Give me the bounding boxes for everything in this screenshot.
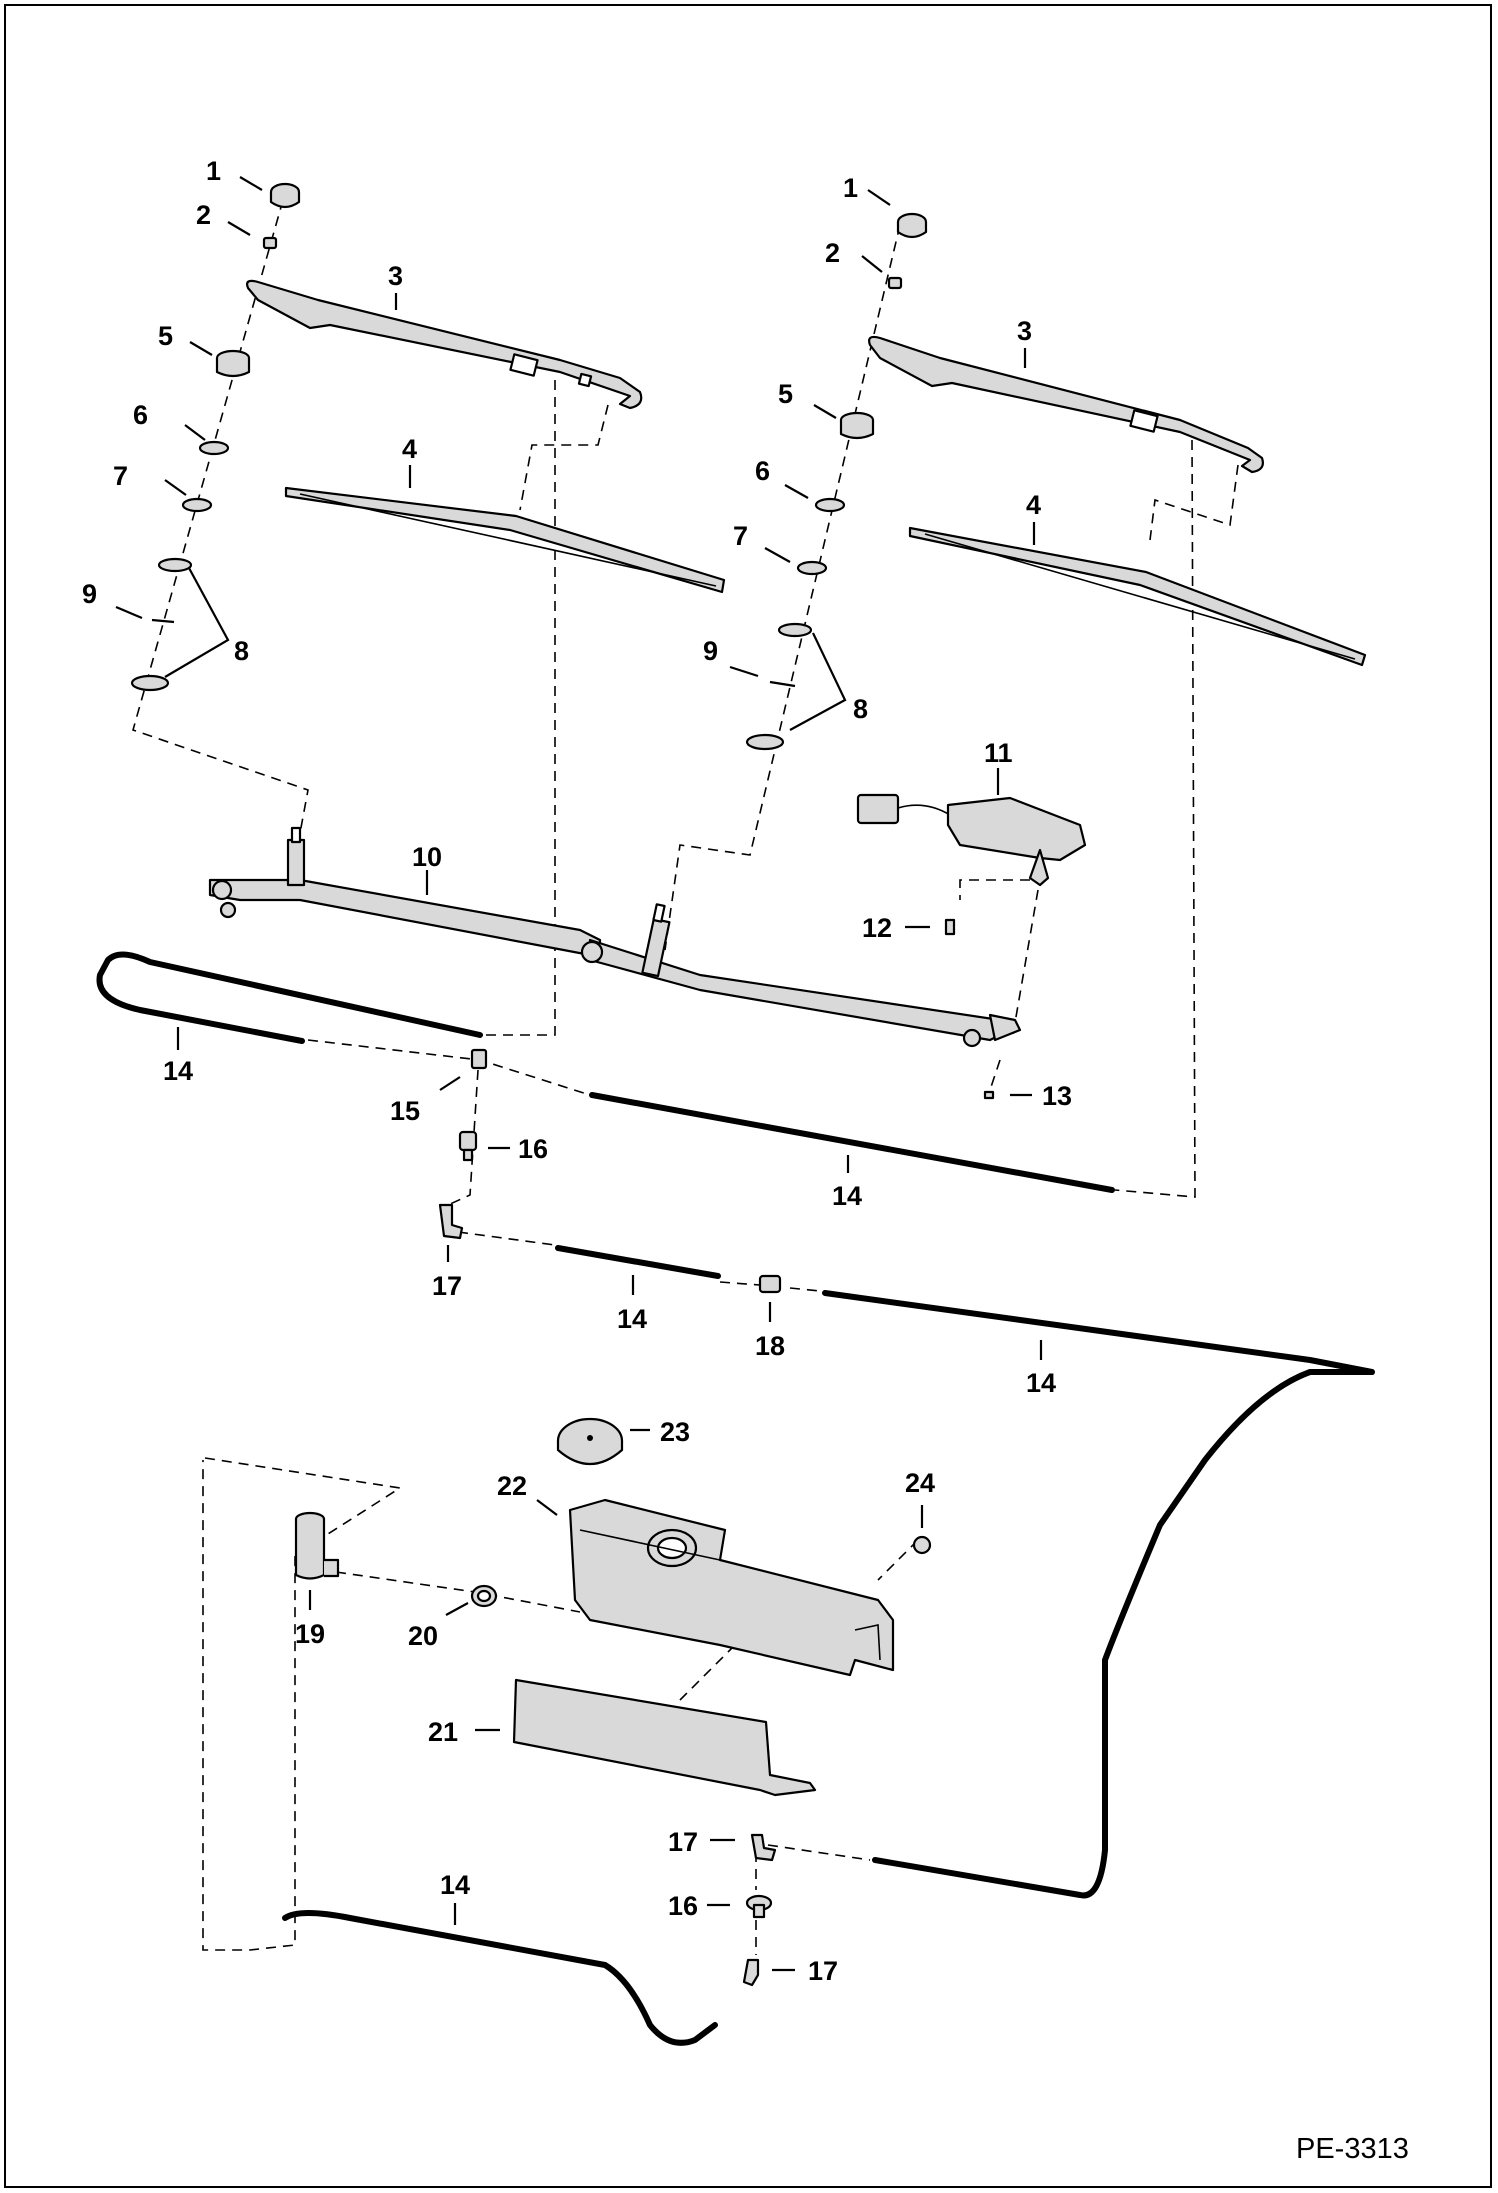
callout-5: 5	[778, 379, 793, 409]
elbow-fitting-icon	[438, 1203, 464, 1240]
lock-nut-icon	[181, 497, 213, 513]
washer-pump-icon	[294, 1511, 340, 1580]
callout-8: 8	[853, 694, 868, 724]
hose-long-right	[822, 1290, 1375, 1899]
leader-lines	[115, 176, 1043, 1972]
wiper-arm-icon	[246, 279, 643, 410]
callout-18: 18	[755, 1331, 785, 1361]
diagram-frame	[4, 4, 1492, 2188]
callout-24: 24	[905, 1468, 935, 1498]
washer-icon	[814, 497, 846, 513]
callout-21: 21	[428, 1717, 458, 1747]
hose-upper-right	[589, 1092, 1115, 1193]
assembly-dashed-lines	[132, 199, 1239, 1955]
wiper-blade-icon	[284, 486, 726, 594]
wiper-arm-cap-icon	[269, 182, 301, 209]
hose-middle	[555, 1245, 721, 1279]
hose-lower	[282, 1910, 718, 2046]
figure-code: PE-3313	[1296, 2133, 1409, 2165]
seal-icon	[769, 680, 796, 688]
callout-10: 10	[412, 842, 442, 872]
callout-8: 8	[234, 636, 249, 666]
callout-14: 14	[617, 1304, 647, 1334]
grommet-icon	[157, 557, 193, 573]
pivot-bushing-icon	[839, 411, 875, 440]
callout-6: 6	[755, 456, 770, 486]
grommet-icon	[745, 733, 785, 751]
elbow-fitting-icon	[750, 1833, 777, 1862]
check-valve-icon	[745, 1894, 773, 1919]
callout-23: 23	[660, 1417, 690, 1447]
callout-2: 2	[825, 238, 840, 268]
clip-icon	[983, 1090, 995, 1100]
callout-1: 1	[843, 173, 858, 203]
pivot-bushing-icon	[215, 349, 251, 378]
callout-15: 15	[390, 1096, 420, 1126]
seal-icon	[151, 618, 175, 624]
callout-9: 9	[82, 579, 97, 609]
lock-nut-icon	[796, 560, 828, 576]
callout-7: 7	[733, 521, 748, 551]
nut-icon	[262, 236, 278, 250]
screw-icon	[944, 918, 956, 936]
callout-9: 9	[703, 636, 718, 666]
elbow-fitting-icon	[742, 1958, 760, 1987]
callout-14: 14	[832, 1181, 862, 1211]
callout-17: 17	[808, 1956, 838, 1986]
callout-6: 6	[133, 400, 148, 430]
washer-hoses	[96, 951, 1375, 2046]
wiper-linkage-icon	[208, 826, 1022, 1048]
grommet-icon	[130, 674, 170, 692]
callout-2: 2	[196, 200, 211, 230]
grommet-icon	[777, 622, 813, 638]
callout-14: 14	[440, 1870, 470, 1900]
callout-19: 19	[295, 1619, 325, 1649]
nut-icon	[887, 276, 903, 290]
callout-12: 12	[862, 913, 892, 943]
callout-13: 13	[1042, 1081, 1072, 1111]
grommet-icon	[470, 1584, 498, 1608]
hose-upper-left	[96, 951, 483, 1044]
washer-reservoir-icon	[568, 1498, 895, 1677]
callout-3: 3	[388, 261, 403, 291]
callout-17: 17	[432, 1271, 462, 1301]
callout-14: 14	[163, 1056, 193, 1086]
callout-1: 1	[206, 156, 221, 186]
callout-labels: 1 2 3 5 6 4 7 9 8 1 2 3 5 6 4 7 9 8 10 1…	[82, 156, 1072, 1986]
reservoir-cap-icon	[556, 1417, 624, 1465]
callout-22: 22	[497, 1471, 527, 1501]
callout-7: 7	[113, 461, 128, 491]
wiper-blade-icon	[908, 526, 1367, 667]
right-wiper-stack	[745, 212, 1367, 751]
callout-4: 4	[1026, 490, 1041, 520]
callout-14: 14	[1026, 1368, 1056, 1398]
washer-icon	[198, 440, 230, 456]
callout-11: 11	[984, 738, 1013, 768]
callout-3: 3	[1017, 316, 1032, 346]
check-valve-icon	[458, 1130, 478, 1162]
wiper-arm-cap-icon	[896, 212, 928, 239]
tee-fitting-icon	[470, 1048, 488, 1070]
wiper-motor-icon	[856, 793, 1087, 887]
callout-20: 20	[408, 1621, 438, 1651]
left-wiper-stack	[130, 182, 726, 692]
connector-icon	[758, 1274, 782, 1294]
callout-4: 4	[402, 434, 417, 464]
plug-icon	[912, 1535, 932, 1555]
callout-16: 16	[668, 1891, 698, 1921]
callout-16: 16	[518, 1134, 548, 1164]
callout-17: 17	[668, 1827, 698, 1857]
callout-5: 5	[158, 321, 173, 351]
wiper-arm-icon	[868, 335, 1264, 474]
mounting-bracket-icon	[512, 1678, 817, 1797]
